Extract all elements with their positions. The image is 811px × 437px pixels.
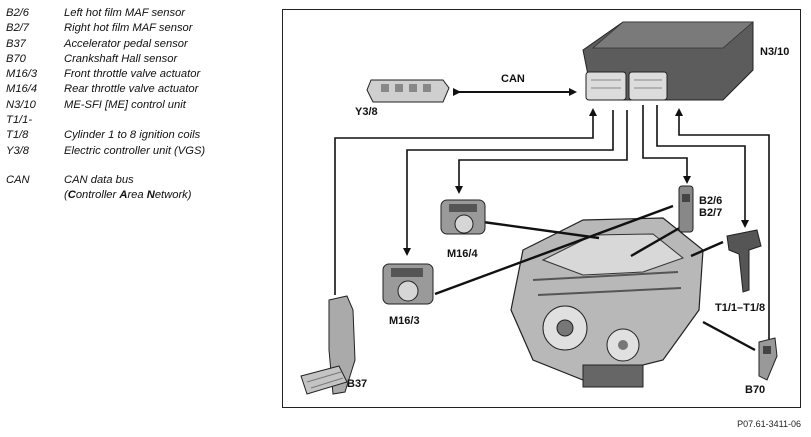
legend-item: T1/8 Cylinder 1 to 8 ignition coils <box>6 128 205 143</box>
label-t1: T1/1–T1/8 <box>715 302 766 314</box>
legend-desc: Accelerator pedal sensor <box>64 37 188 50</box>
legend-item: B70 Crankshaft Hall sensor <box>6 52 205 67</box>
signal-lines <box>334 105 770 340</box>
legend-desc: CAN data bus <box>64 173 134 186</box>
legend-code: B2/6 <box>6 7 30 19</box>
legend-code: B70 <box>6 52 26 65</box>
legend-code: B2/7 <box>6 22 30 35</box>
diagram-svg <box>300 21 778 395</box>
legend-item-can-full: (Controller Area Network) <box>6 188 205 203</box>
legend-code: M16/4 <box>6 83 38 96</box>
legend-desc: ME-SFI [ME] control unit <box>64 98 186 111</box>
legend-desc: Cylinder 1 to 8 ignition coils <box>64 129 201 142</box>
figure-reference: P07.61-3411-06 <box>737 419 801 429</box>
can-text-part: etwork) <box>154 189 192 202</box>
legend-code: T1/8 <box>6 129 29 142</box>
legend-code: T1/1- <box>6 114 33 127</box>
label-b2-6: B2/6 <box>699 195 723 207</box>
legend-desc: Front throttle valve actuator <box>64 68 201 81</box>
label-n3-10: N3/10 <box>760 46 790 58</box>
legend-desc: Rear throttle valve actuator <box>64 83 199 96</box>
engine-block <box>510 217 704 388</box>
diagram-frame: N3/10 Y3/8 CAN B2/6 B2/7 M16/4 M16/3 T1/… <box>282 9 801 408</box>
label-y3-8: Y3/8 <box>355 106 378 118</box>
legend-item: B2/6 Left hot film MAF sensor <box>6 6 205 21</box>
legend: B2/6 Left hot film MAF sensor B2/7 Right h… <box>6 6 205 204</box>
legend-desc: Right hot film MAF sensor <box>64 22 193 35</box>
can-text-part: ( <box>64 189 68 202</box>
legend-item: T1/1- <box>6 113 205 128</box>
legend-item: Y3/8 Electric controller unit (VGS) <box>6 144 205 159</box>
legend-code: CAN <box>6 173 30 186</box>
legend-code-empty <box>6 188 64 203</box>
legend-item-can: CAN CAN data bus <box>6 173 205 188</box>
legend-desc-can-full: (Controller Area Network) <box>64 188 192 203</box>
maf-sensor-b2 <box>678 185 694 233</box>
label-m16-3: M16/3 <box>389 315 420 327</box>
label-b70: B70 <box>745 384 766 396</box>
legend-code: M16/3 <box>6 68 38 81</box>
legend-gap <box>6 159 205 173</box>
legend-item: M16/3 Front throttle valve actuator <box>6 67 205 82</box>
label-can: CAN <box>501 73 525 85</box>
legend-code: Y3/8 <box>6 144 30 157</box>
can-bold-letter: N <box>146 189 155 202</box>
harness-lines <box>434 204 756 352</box>
label-m16-4: M16/4 <box>447 248 478 260</box>
throttle-actuator-m16-3 <box>382 263 434 305</box>
control-unit-n3-10 <box>582 21 755 101</box>
controller-y3-8 <box>366 79 450 103</box>
pedal-sensor-b37 <box>300 295 356 395</box>
can-bold-letter: A <box>119 189 128 202</box>
can-text-part: ontroller <box>75 189 120 202</box>
ignition-coil-t1 <box>726 229 762 293</box>
legend-code: N3/10 <box>6 98 36 111</box>
throttle-actuator-m16-4 <box>440 199 486 235</box>
legend-item: B37 Accelerator pedal sensor <box>6 37 205 52</box>
label-b2-7: B2/7 <box>699 207 723 219</box>
hall-sensor-b70 <box>758 337 778 381</box>
legend-item: N3/10 ME-SFI [ME] control unit <box>6 98 205 113</box>
legend-item: M16/4 Rear throttle valve actuator <box>6 82 205 97</box>
can-bold-letter: C <box>67 189 76 202</box>
can-text-part: rea <box>127 189 147 202</box>
label-b37: B37 <box>347 378 368 390</box>
legend-desc: Crankshaft Hall sensor <box>64 52 178 65</box>
legend-desc: Left hot film MAF sensor <box>64 7 186 19</box>
legend-code: B37 <box>6 37 26 50</box>
legend-desc: Electric controller unit (VGS) <box>64 144 206 157</box>
legend-item: B2/7 Right hot film MAF sensor <box>6 21 205 36</box>
